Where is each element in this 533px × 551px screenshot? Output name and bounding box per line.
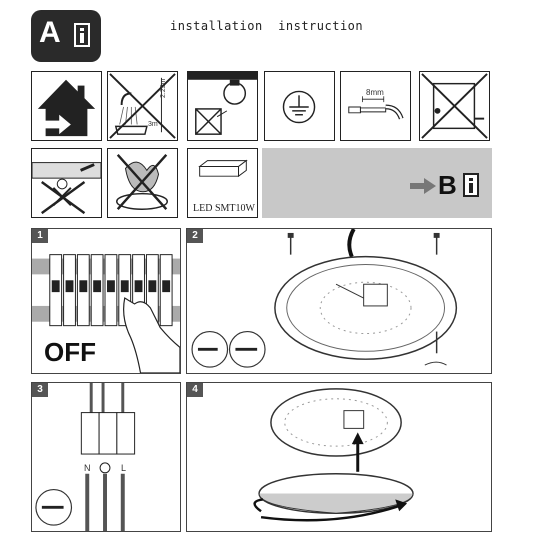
step-3-panel: 3 N L: [31, 382, 181, 532]
distance-label: 3m: [148, 121, 158, 128]
no-flammable-surface-icon: [107, 148, 178, 218]
ground-symbol-icon: [264, 71, 335, 141]
led-module-label: LED SMT10W: [193, 203, 255, 214]
step-1-panel: 1 OFF: [31, 228, 181, 374]
no-lamp-heat-icon: [187, 71, 258, 141]
led-module-icon: LED SMT10W: [187, 148, 258, 218]
manual-book-icon: [73, 22, 91, 48]
page-title: installation instruction: [170, 19, 364, 33]
power-off-label: OFF: [44, 337, 96, 367]
strip-wire-icon: 8mm: [340, 71, 411, 141]
live-terminal-label: L: [121, 463, 127, 473]
step-4-number: 4: [187, 383, 203, 397]
neutral-terminal-label: N: [84, 463, 91, 473]
arrow-right-icon: [410, 178, 436, 194]
strip-length-label: 8mm: [366, 88, 384, 97]
step-2-number: 2: [187, 229, 203, 243]
step-3-number: 3: [32, 383, 48, 397]
section-letter: A: [39, 16, 61, 49]
step-4-panel: 4: [186, 382, 492, 532]
section-a-badge: A: [31, 10, 101, 62]
height-label: 2.25m: [160, 78, 167, 98]
step-1-number: 1: [32, 229, 48, 243]
no-damaged-cable-icon: [419, 71, 490, 141]
indoor-use-icon: [31, 71, 102, 141]
next-section-letter: B: [438, 170, 457, 200]
next-section-panel: B: [262, 148, 492, 218]
step-2-panel: 2: [186, 228, 492, 374]
no-cutting-wire-icon: [31, 148, 102, 218]
no-bathroom-icon: 2.25m 3m: [107, 71, 178, 141]
manual-book-icon: [462, 172, 480, 198]
